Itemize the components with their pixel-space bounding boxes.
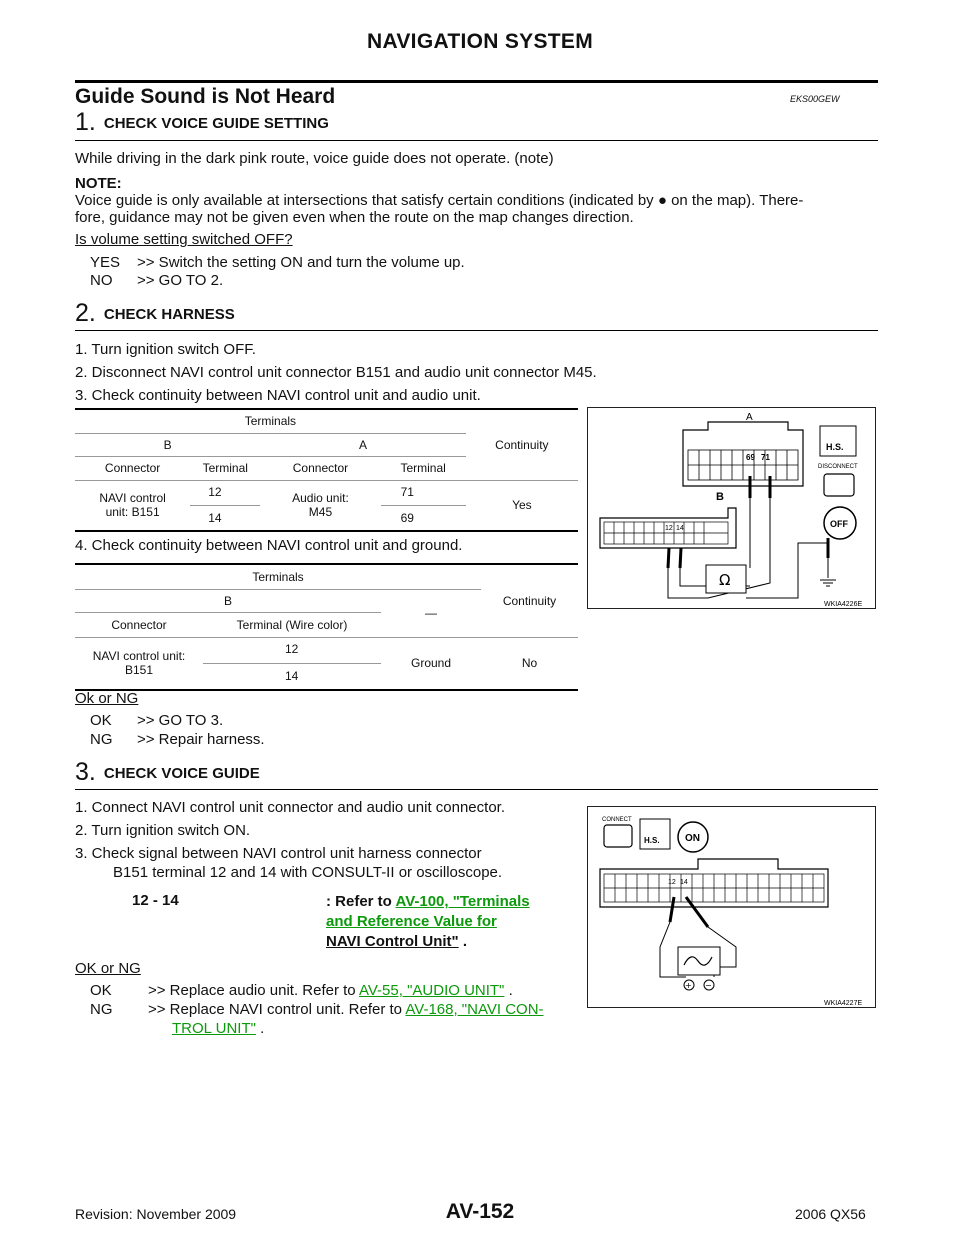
step3-ng-line: >> Replace NAVI control unit. Refer to A… — [148, 1001, 544, 1018]
navi-unit-link-2[interactable]: TROL UNIT" — [172, 1020, 256, 1037]
step3-item-3b: B151 terminal 12 and 14 with CONSULT-II … — [113, 864, 503, 881]
step3-number: 3. — [75, 758, 96, 786]
footer-page-number: AV-152 — [445, 1200, 515, 1223]
connector-a-label: A — [746, 412, 753, 423]
step2-ng-label: NG — [90, 731, 113, 748]
continuity-table-audio: Terminals Continuity B A Connector Termi… — [75, 408, 578, 532]
note-line-2: fore, guidance may not be given even whe… — [75, 209, 634, 226]
ignition-off-icon — [823, 506, 857, 540]
voice-guide-check-figure: CONNECT H.S. ON 12 14 — [587, 806, 876, 1008]
step1-question: Is volume setting switched OFF? — [75, 231, 293, 248]
ohm-icon: Ω — [719, 571, 730, 589]
step3-title: CHECK VOICE GUIDE — [103, 765, 260, 782]
step3-heading: 3. CHECK VOICE GUIDE — [75, 758, 260, 787]
section-code: EKS00GEW — [790, 94, 840, 104]
continuity-table-ground: Terminals Continuity B — Connector Termi… — [75, 563, 578, 691]
svg-text:H.S.: H.S. — [644, 836, 660, 845]
svg-text:H.S.: H.S. — [826, 442, 844, 452]
step3-rule — [75, 789, 878, 790]
note-label: NOTE: — [75, 175, 122, 192]
step1-no-text: >> GO TO 2. — [137, 272, 224, 289]
hs-icon — [819, 425, 857, 457]
connector-b-label: B — [716, 491, 724, 503]
pin-14-label-2: 14 — [680, 879, 688, 886]
ref-link-reference[interactable]: and Reference Value for — [326, 913, 497, 930]
step1-paragraph: While driving in the dark pink route, vo… — [75, 150, 554, 167]
header-rule — [75, 80, 878, 83]
pin-71-label: 71 — [761, 453, 770, 462]
svg-text:ON: ON — [685, 833, 700, 844]
ref-block: : Refer to AV-100, "Terminals and Refere… — [326, 893, 530, 950]
step2-item-1: 1. Turn ignition switch OFF. — [75, 341, 256, 358]
step3-item-2: 2. Turn ignition switch ON. — [75, 822, 251, 839]
step3-ng-label: NG — [90, 1001, 113, 1018]
oscilloscope-icon — [677, 946, 721, 976]
step3-question: OK or NG — [75, 960, 141, 977]
step3-ok-label: OK — [90, 982, 112, 999]
step2-ng-text: >> Repair harness. — [137, 731, 265, 748]
step2-item-2: 2. Disconnect NAVI control unit connecto… — [75, 364, 597, 381]
pin-69-label: 69 — [746, 453, 755, 462]
step2-title: CHECK HARNESS — [103, 306, 235, 323]
navi-unit-cell-2: NAVI control unit:B151 — [75, 637, 203, 691]
step2-rule — [75, 330, 878, 331]
ref-terminal: 12 - 14 — [132, 892, 179, 909]
step1-heading: 1. CHECK VOICE GUIDE SETTING — [75, 108, 329, 137]
step1-number: 1. — [75, 108, 96, 136]
note-line-1: Voice guide is only available at interse… — [75, 192, 804, 209]
oscilloscope-diagram: CONNECT H.S. ON 12 14 — [599, 817, 862, 1007]
step1-yes-label: YES — [90, 254, 121, 271]
step3-ok-line: >> Replace audio unit. Refer to AV-55, "… — [148, 982, 513, 999]
ref-link-navi[interactable]: NAVI Control Unit" — [326, 933, 459, 950]
svg-text:OFF: OFF — [830, 519, 848, 529]
harness-diagram: A 69 71 B 12 14 — [599, 412, 862, 608]
step2-ok-text: >> GO TO 3. — [137, 712, 224, 729]
step3-item-1: 1. Connect NAVI control unit connector a… — [75, 799, 505, 816]
svg-text:−: − — [705, 981, 712, 990]
step1-no-label: NO — [90, 272, 113, 289]
pin-14-label: 14 — [676, 525, 684, 532]
footer-model: 2006 QX56 — [795, 1206, 866, 1222]
connect-icon: CONNECT — [602, 817, 632, 823]
disconnect-icon: DISCONNECT — [818, 464, 858, 470]
step2-item-3: 3. Check continuity between NAVI control… — [75, 387, 481, 404]
footer-revision: Revision: November 2009 — [75, 1206, 237, 1222]
step1-yes-text: >> Switch the setting ON and turn the vo… — [137, 254, 465, 271]
step2-item-4: 4. Check continuity between NAVI control… — [75, 537, 463, 554]
pin-12-label: 12 — [665, 525, 673, 532]
ignition-on-icon — [677, 821, 709, 853]
step2-number: 2. — [75, 299, 96, 327]
svg-text:+: + — [685, 981, 692, 990]
step3-ng-line-2: TROL UNIT" . — [172, 1020, 265, 1037]
figure-code-2: WKIA4227E — [824, 1000, 862, 1007]
step2-ok-label: OK — [90, 712, 112, 729]
page-header-title: NAVIGATION SYSTEM — [367, 30, 593, 53]
ref-link-terminals[interactable]: AV-100, "Terminals — [395, 893, 530, 910]
step2-heading: 2. CHECK HARNESS — [75, 299, 235, 328]
navi-unit-link[interactable]: AV-168, "NAVI CON- — [405, 1001, 544, 1018]
step2-question: Ok or NG — [75, 690, 139, 707]
step1-title: CHECK VOICE GUIDE SETTING — [103, 115, 329, 132]
figure-code: WKIA4226E — [824, 601, 862, 608]
section-title: Guide Sound is Not Heard — [75, 85, 336, 108]
audio-unit-cell: Audio unit:M45 — [260, 480, 381, 532]
bullet-icon: ● — [657, 192, 667, 209]
audio-unit-link[interactable]: AV-55, "AUDIO UNIT" — [358, 982, 505, 999]
hs-icon-2 — [639, 818, 671, 850]
step3-item-3a: 3. Check signal between NAVI control uni… — [75, 845, 482, 862]
step1-rule — [75, 140, 878, 141]
pin-12-label-2: 12 — [668, 879, 676, 886]
harness-check-figure: A 69 71 B 12 14 — [587, 407, 876, 609]
